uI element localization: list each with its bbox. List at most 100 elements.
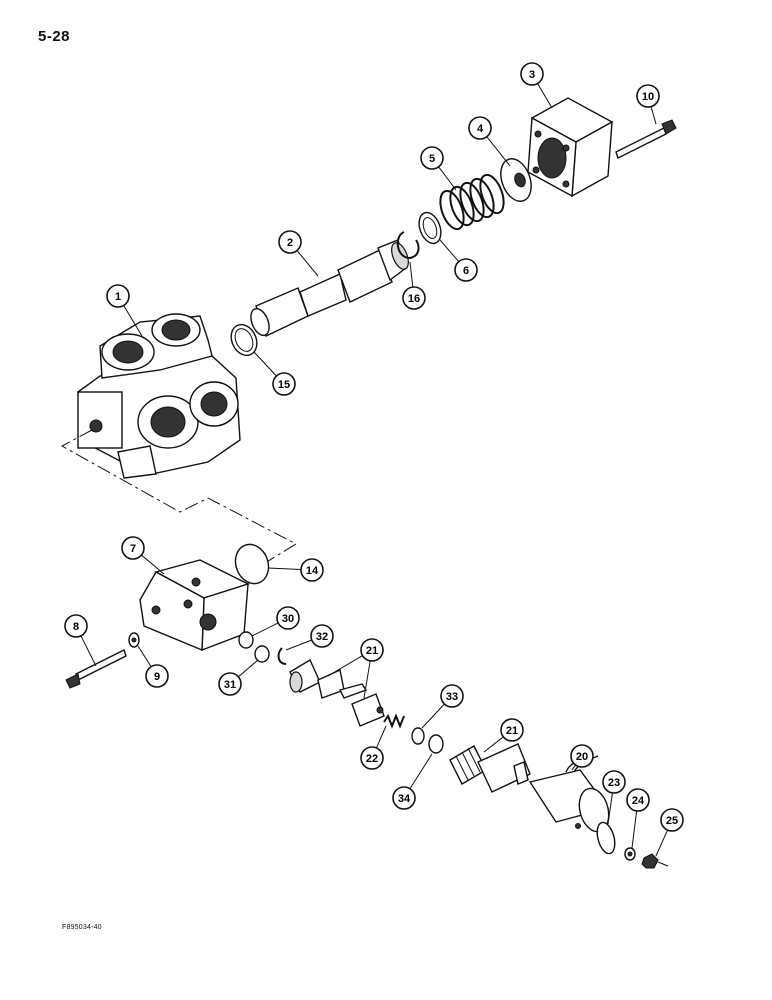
callout-31-22: 31	[218, 659, 259, 696]
callout-circle	[218, 672, 242, 696]
callout-leader	[655, 829, 668, 857]
callout-25-20: 25	[655, 808, 684, 857]
callout-number: 23	[608, 777, 620, 789]
o-ring-15	[230, 323, 258, 357]
callout-3-2: 3	[520, 62, 553, 109]
callout-circle	[276, 606, 300, 630]
callout-leader	[137, 645, 152, 667]
callout-leader	[486, 136, 511, 167]
callout-circle	[278, 230, 302, 254]
washer-6	[418, 211, 442, 245]
callout-number: 33	[446, 691, 458, 703]
callout-number: 24	[632, 795, 645, 807]
callout-number: 20	[576, 751, 588, 763]
callout-circle	[402, 286, 426, 310]
callout-number: 25	[666, 815, 678, 827]
spool	[250, 239, 409, 337]
callout-circle	[602, 770, 626, 794]
callout-circle	[626, 788, 650, 812]
bolt-8	[65, 649, 127, 689]
callout-circle	[570, 744, 594, 768]
callout-14-10: 14	[267, 558, 324, 582]
callout-number: 14	[306, 565, 319, 577]
callout-leader	[650, 106, 657, 125]
callout-leader	[409, 753, 433, 789]
snap-ring-32	[277, 647, 287, 665]
callout-number: 34	[398, 793, 411, 805]
callout-circle	[420, 146, 444, 170]
spring-22	[383, 713, 405, 729]
callout-number: 4	[477, 123, 484, 135]
callout-circle	[360, 746, 384, 770]
coil-20	[528, 751, 610, 833]
callout-circle	[660, 808, 684, 832]
valve-stem-21	[449, 743, 531, 793]
page-number: 5-28	[38, 28, 71, 45]
callout-7-6: 7	[121, 536, 165, 575]
callout-leader	[267, 567, 302, 570]
callout-circle	[106, 284, 130, 308]
cartridge-21	[289, 658, 385, 727]
callout-circle	[64, 614, 88, 638]
callout-circle	[454, 258, 478, 282]
callout-8-7: 8	[64, 614, 97, 667]
callout-21-14: 21	[327, 638, 384, 677]
callout-leader	[141, 554, 165, 575]
callout-number: 3	[529, 69, 535, 81]
callout-leader	[80, 635, 97, 667]
callout-22-17: 22	[360, 725, 387, 770]
cap-3	[527, 97, 614, 198]
callout-1-0: 1	[106, 284, 143, 337]
callout-circle	[310, 624, 334, 648]
callout-number: 7	[130, 543, 136, 555]
callout-circle	[145, 664, 169, 688]
callout-number: 5	[429, 153, 435, 165]
callout-number: 21	[366, 645, 378, 657]
callout-30-21: 30	[251, 606, 300, 637]
spring-5	[439, 173, 505, 231]
callouts-layer: 1234567891014151620212121222324253031323…	[64, 62, 684, 857]
spring-seat-4	[500, 158, 532, 202]
callout-4-3: 4	[468, 116, 511, 167]
callout-leader	[363, 660, 371, 699]
callout-leader	[238, 659, 259, 678]
parts-layer	[60, 97, 677, 869]
o-ring-31	[254, 645, 270, 663]
bolt-10	[615, 119, 677, 159]
callout-leader	[631, 810, 638, 849]
block-7	[139, 559, 250, 652]
callout-number: 21	[506, 725, 518, 737]
callout-2-1: 2	[278, 230, 319, 277]
callout-number: 8	[73, 621, 79, 633]
disc-23	[596, 821, 616, 855]
callout-21-15: 21	[363, 645, 378, 699]
callout-number: 9	[154, 671, 160, 683]
callout-20-13: 20	[570, 744, 594, 771]
callout-leader	[537, 83, 553, 109]
o-ring-34	[428, 734, 444, 754]
callout-circle	[360, 638, 384, 662]
callout-leader	[375, 725, 387, 749]
callout-leader	[483, 736, 504, 753]
callout-number: 30	[282, 613, 294, 625]
callout-circle	[440, 684, 464, 708]
snap-ring-16	[396, 231, 420, 260]
callout-24-19: 24	[626, 788, 650, 849]
callout-circle	[121, 536, 145, 560]
callout-leader	[327, 655, 363, 677]
callout-leader	[296, 250, 319, 277]
callout-23-18: 23	[602, 770, 626, 825]
callout-leader	[285, 639, 312, 651]
figure-code: F895034-40	[62, 924, 102, 931]
callout-number: 22	[366, 753, 378, 765]
callout-leader	[571, 764, 577, 771]
valve-body	[77, 313, 241, 479]
callout-leader	[251, 622, 279, 637]
callout-circle	[500, 718, 524, 742]
o-ring-30	[238, 631, 254, 649]
callout-number: 21	[366, 645, 378, 657]
callout-number: 6	[463, 265, 469, 277]
callout-leader	[409, 261, 414, 288]
callout-circle	[636, 84, 660, 108]
